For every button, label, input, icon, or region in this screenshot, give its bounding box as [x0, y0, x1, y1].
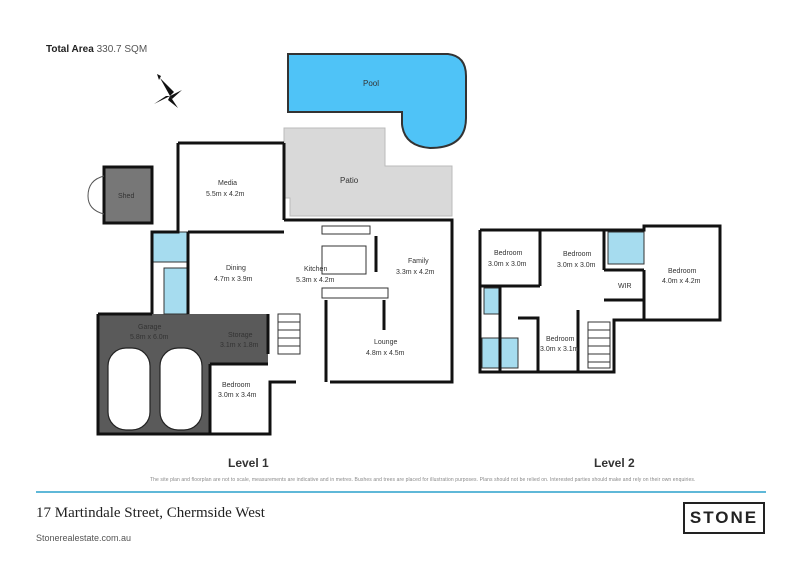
laundry-l1 — [163, 267, 189, 315]
bedroom-c-name: Bedroom — [668, 268, 697, 275]
stairs-l1 — [277, 313, 301, 355]
bedroom-b-name: Bedroom — [563, 251, 592, 258]
level2-walls — [478, 224, 722, 374]
lounge-name: Lounge — [374, 339, 397, 346]
shed — [102, 165, 154, 225]
stairs-l2 — [587, 321, 611, 369]
shed-label: Shed — [118, 193, 134, 200]
level2-label: Level 2 — [594, 456, 635, 470]
media-dim: 5.5m x 4.2m — [206, 191, 245, 198]
bedroom-b-dim: 3.0m x 3.0m — [557, 262, 596, 269]
family-name: Family — [408, 258, 429, 265]
level1-walls — [96, 141, 454, 436]
pool — [287, 53, 467, 150]
ensuite-l2a — [483, 287, 501, 315]
bedroom-d-name: Bedroom — [546, 336, 575, 343]
dining-name: Dining — [226, 265, 246, 272]
pool-label: Pool — [363, 79, 379, 88]
north-arrow-icon — [154, 74, 182, 108]
garage-name: Garage — [138, 324, 161, 331]
bedroom-l1-name: Bedroom — [222, 382, 251, 389]
bedroom-c-dim: 4.0m x 4.2m — [662, 278, 701, 285]
stone-logo: STONE — [683, 502, 765, 534]
storage-name: Storage — [228, 332, 253, 339]
kitchen-name: Kitchen — [304, 266, 327, 273]
address: 17 Martindale Street, Chermside West — [36, 505, 265, 521]
media-name: Media — [218, 180, 237, 187]
bedroom-d-dim: 3.0m x 3.1m — [540, 346, 579, 353]
logo-text: STONE — [689, 508, 759, 527]
dining-dim: 4.7m x 3.9m — [214, 276, 253, 283]
bedroom-l1-dim: 3.0m x 3.4m — [218, 392, 257, 399]
disclaimer: The site plan and floorplan are not to s… — [150, 477, 696, 483]
level1-label: Level 1 — [228, 456, 269, 470]
ensuite-l2b — [607, 231, 645, 265]
total-area: Total Area 330.7 SQM — [46, 44, 148, 55]
car-right-icon — [159, 347, 203, 431]
bedroom-a-name: Bedroom — [494, 250, 523, 257]
car-left-icon — [107, 347, 151, 431]
patio — [283, 127, 453, 217]
bathroom-l1 — [151, 231, 189, 263]
storage-dim: 3.1m x 1.8m — [220, 342, 259, 349]
kitchen-dim: 5.3m x 4.2m — [296, 277, 335, 284]
footer-divider — [36, 491, 766, 493]
lounge-dim: 4.8m x 4.5m — [366, 350, 405, 357]
family-dim: 3.3m x 4.2m — [396, 269, 435, 276]
bedroom-a-dim: 3.0m x 3.0m — [488, 261, 527, 268]
website-link[interactable]: Stonerealestate.com.au — [36, 533, 132, 543]
wir-label: WIR — [618, 283, 632, 290]
patio-label: Patio — [340, 176, 359, 185]
garage-dim: 5.8m x 6.0m — [130, 334, 169, 341]
